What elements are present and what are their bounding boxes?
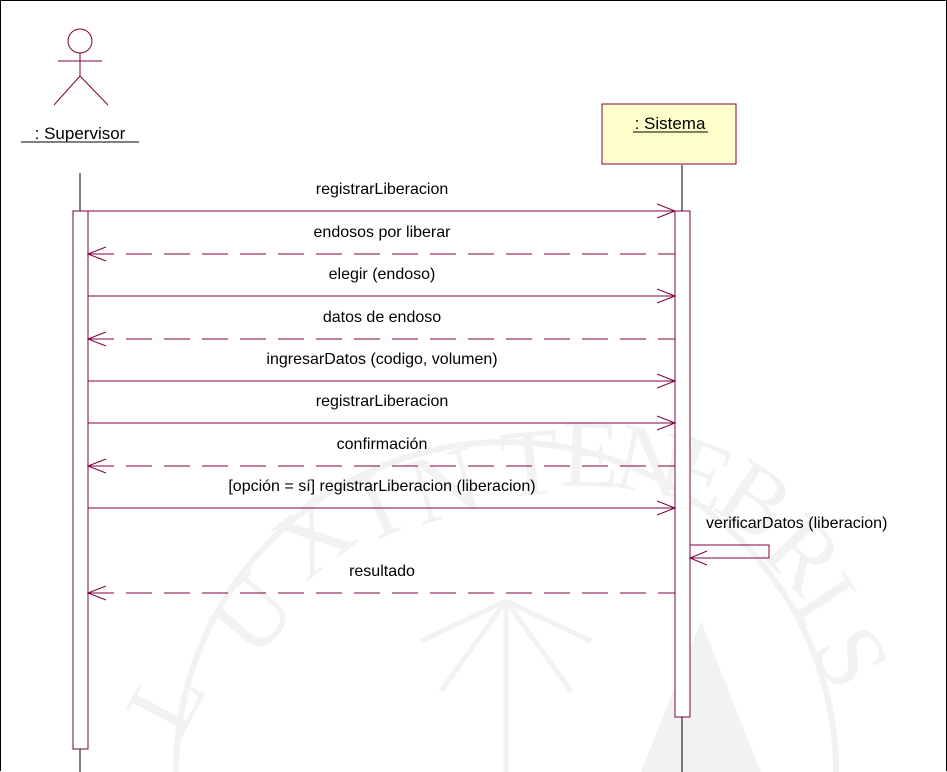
- message-8: [opción = sí] registrarLiberacion (liber…: [88, 478, 677, 516]
- arrowhead: [656, 373, 677, 389]
- arrowhead: [656, 288, 677, 304]
- svg-text:L: L: [104, 648, 226, 750]
- system-activation-bar: [674, 210, 691, 718]
- message-9: verificarDatos (liberacion): [688, 515, 887, 566]
- arrowhead: [656, 415, 677, 431]
- svg-text:E: E: [559, 399, 621, 508]
- message-label: registrarLiberacion: [316, 393, 449, 410]
- arrowhead: [86, 458, 107, 474]
- system-object-box: [601, 103, 737, 165]
- message-label: endosos por liberar: [314, 224, 452, 241]
- message-label: [opción = sí] registrarLiberacion (liber…: [228, 478, 535, 495]
- message-4: datos de endoso: [86, 309, 675, 347]
- message-2: endosos por liberar: [86, 224, 675, 262]
- message-6: registrarLiberacion: [88, 393, 677, 431]
- actor-label: : Supervisor: [35, 124, 126, 143]
- message-1: registrarLiberacion: [88, 181, 677, 219]
- message-label: ingresarDatos (codigo, volumen): [266, 351, 497, 368]
- message-label: verificarDatos (liberacion): [706, 515, 887, 532]
- arrowhead: [86, 246, 107, 262]
- message-5: ingresarDatos (codigo, volumen): [88, 351, 677, 389]
- message-7: confirmación: [86, 436, 675, 474]
- arrowhead: [86, 585, 107, 601]
- message-label: datos de endoso: [323, 309, 441, 326]
- svg-text:T: T: [496, 406, 566, 519]
- message-label: confirmación: [337, 436, 428, 453]
- arrowhead: [656, 203, 677, 219]
- arrowhead: [688, 550, 708, 566]
- message-label: resultado: [349, 563, 415, 580]
- university-seal-watermark: L U X I N T E N E B R I S: [104, 399, 912, 772]
- self-message-loop: [690, 544, 770, 559]
- message-label: registrarLiberacion: [316, 181, 449, 198]
- message-list: registrarLiberacion endosos por liberar el…: [86, 181, 887, 601]
- message-3: elegir (endoso): [88, 266, 677, 304]
- actor-activation-bar: [72, 210, 89, 750]
- message-label: elegir (endoso): [329, 266, 436, 283]
- arrowhead: [86, 331, 107, 347]
- message-10: resultado: [86, 563, 675, 601]
- system-label: : Sistema: [635, 114, 706, 133]
- arrowhead: [656, 500, 677, 516]
- actor-stick-figure-icon: [53, 28, 109, 106]
